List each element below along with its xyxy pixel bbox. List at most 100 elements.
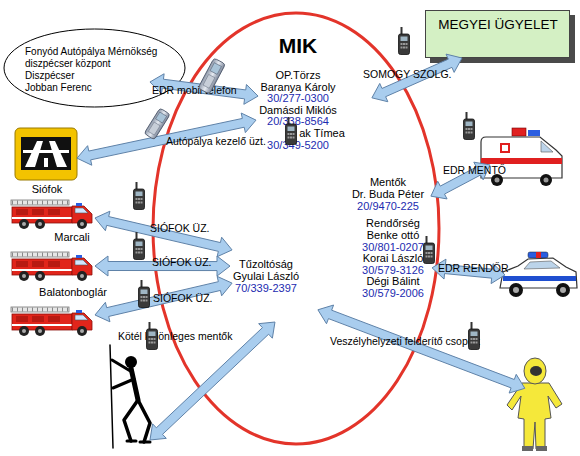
hazmat-figure [524, 358, 546, 384]
block-arrow [95, 276, 232, 321]
node-text: Korai László [363, 253, 424, 264]
ambulance [528, 130, 540, 136]
police-car-node [498, 243, 578, 301]
fire-truck [11, 200, 92, 229]
mobile-phone [198, 58, 225, 94]
fire-truck [11, 252, 92, 281]
motorway-sign [15, 128, 77, 180]
node-text: 30/349-5200 [267, 140, 329, 151]
connector-label: Autópálya kezelő üzt. [166, 136, 266, 147]
radio-icon [134, 232, 145, 260]
connector-label: SIÓFOK ÜZ. [152, 257, 212, 268]
ambulance [481, 128, 562, 186]
mobile-phone [148, 122, 160, 135]
node-text: 30/277-0300 [267, 93, 329, 104]
node-text: OP.Törzs [275, 70, 320, 81]
connector-label: SIÓFOK ÜZ. [153, 293, 213, 304]
fire-truck-node: Marcali [10, 250, 95, 282]
block-arrow [318, 305, 525, 393]
node-heading: MIK [279, 35, 318, 56]
radio-icon [147, 322, 158, 350]
radio-icon [424, 236, 435, 264]
rope-climber [140, 441, 150, 444]
ambulance [500, 143, 510, 153]
police-car [503, 276, 576, 281]
hazmat-node [505, 355, 567, 453]
node-text: Jobban Ferenc [25, 83, 92, 93]
connector-label: EDR mobil telefon [152, 85, 237, 96]
rope-climber [113, 379, 134, 388]
police-car [560, 287, 566, 293]
hazmat-figure [530, 366, 542, 376]
block-arrow [150, 322, 275, 440]
fire-truck [11, 307, 92, 336]
node-text: Mentők [370, 177, 406, 188]
ambulance-node [478, 118, 563, 186]
motorway-sign [44, 158, 48, 167]
ambulance [544, 178, 549, 183]
ambulance [481, 158, 562, 164]
node-heading: Kötél különleges mentők [118, 331, 232, 342]
node-heading: Siófok [32, 184, 63, 195]
mobile-phone [198, 58, 225, 94]
node-heading: Marcali [54, 232, 89, 243]
mobile-phone [144, 108, 170, 140]
hazmat-figure [507, 383, 562, 449]
node-text: diszpécser központ [25, 59, 111, 69]
police-car [556, 283, 570, 297]
county-box: MEGYEI ÜGYELET [425, 10, 570, 58]
block-arrow [95, 256, 230, 276]
node-text: Baranya Károly [260, 82, 335, 93]
node-text: Tűzoltóság [239, 259, 293, 270]
ambulance [491, 174, 503, 186]
node-text: 30/801-0207 [362, 242, 424, 253]
ellipse-outline [4, 29, 185, 107]
connector-label: SOMOGY SZOLG. [363, 69, 452, 80]
motorway-sign [15, 128, 77, 180]
rope-climber [112, 360, 132, 372]
connector-label: Veszélyhelyzeti felderítő csoport [330, 336, 480, 347]
connector-label: EDR RENDŐR [438, 263, 509, 274]
radio-icon [469, 322, 480, 350]
hazmat-figure [507, 358, 562, 451]
node-text: Diszpécser [25, 71, 74, 81]
rope-climber [138, 400, 150, 442]
node-text: 20/338-8564 [267, 116, 329, 127]
block-arrow [95, 211, 232, 256]
dispatch-ellipse: Fonyód Autópálya Mérnökségdiszpécser köz… [3, 28, 186, 108]
motorway-sign [21, 137, 71, 170]
node-heading: MEGYEI ÜGYELET [438, 18, 557, 32]
mobile-phone [156, 112, 167, 123]
rope-climber [110, 345, 150, 448]
police-car [500, 252, 577, 297]
motorway-sign [25, 141, 43, 167]
hazmat-figure [522, 446, 533, 451]
ambulance [512, 128, 526, 136]
node-text: Damásdi Miklós [259, 105, 337, 116]
node-text: Dr. Buda Péter [352, 189, 424, 200]
police-car [524, 261, 560, 269]
ambulance [540, 174, 552, 186]
fire-truck-node: Siófok [10, 198, 95, 230]
node-text: 20/9470-225 [357, 201, 419, 212]
connector-label: EDR MENTŐ [443, 165, 506, 176]
node-text: Benke ottó [367, 230, 420, 241]
police-car [528, 252, 548, 258]
motorway-sign [49, 141, 67, 167]
radio-icon [286, 117, 297, 145]
radio-icon [399, 27, 410, 55]
node-text: ak Tímea [299, 128, 345, 139]
mobile-phone [203, 74, 215, 88]
mobile-phone [210, 63, 221, 75]
radio-icon [139, 280, 150, 308]
node-text: 30/579-3126 [362, 265, 424, 276]
hazmat-figure [536, 446, 547, 451]
police-car [536, 252, 541, 258]
fire-truck-node: Balatonboglár [10, 305, 95, 337]
motorway-sign [23, 150, 69, 153]
police-car [513, 287, 519, 293]
